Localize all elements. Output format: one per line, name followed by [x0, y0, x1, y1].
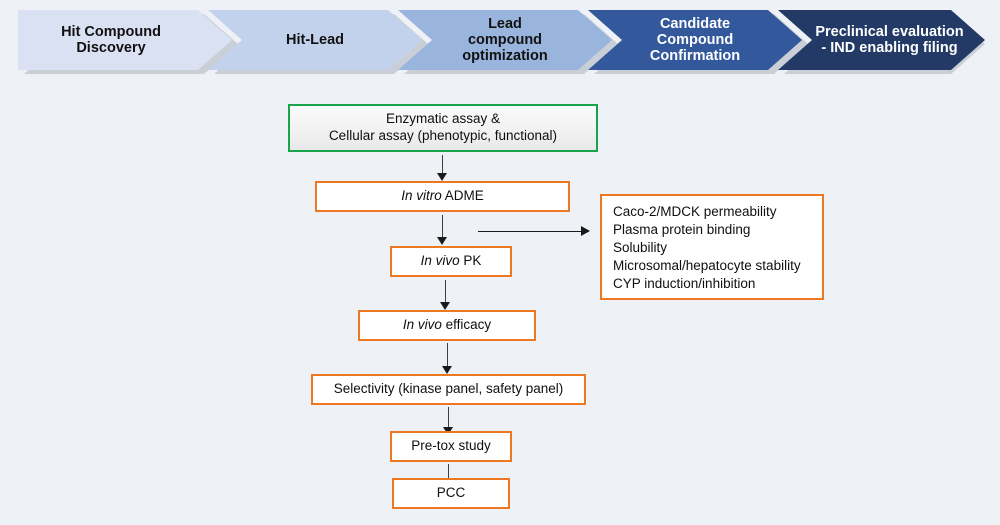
- in-vitro-adme-node[interactable]: In vitro ADME: [315, 181, 570, 212]
- assay-list-item: Caco-2/MDCK permeability: [613, 204, 777, 219]
- assay-node[interactable]: Enzymatic assay & Cellular assay (phenot…: [288, 104, 598, 152]
- arrow-pk-to-efficacy: [440, 280, 451, 310]
- stage-hit-compound-discovery[interactable]: Hit Compound Discovery: [18, 10, 232, 70]
- stage-banner: Hit Compound Discovery Hit-Lead Lead com…: [18, 10, 985, 74]
- stage-label: Preclinical evaluation - IND enabling fi…: [815, 23, 964, 56]
- selectivity-node[interactable]: Selectivity (kinase panel, safety panel): [311, 374, 586, 405]
- stage-label: Hit Compound Discovery: [61, 23, 161, 56]
- assay-list-item: CYP induction/inhibition: [613, 275, 756, 291]
- selectivity-label: Selectivity (kinase panel, safety panel): [333, 381, 564, 397]
- assay-node-label: Enzymatic assay & Cellular assay (phenot…: [328, 111, 558, 143]
- stage-hit-lead[interactable]: Hit-Lead: [208, 10, 422, 70]
- assay-list-item: Plasma protein binding: [613, 221, 751, 237]
- in-vivo-efficacy-label: In vivo efficacy: [402, 317, 492, 333]
- arrow-adme-to-assay-list: [478, 226, 590, 237]
- stage-lead-compound-optimization[interactable]: Lead compound optimization: [398, 10, 612, 70]
- stage-preclinical-evaluation[interactable]: Preclinical evaluation - IND enabling fi…: [778, 10, 985, 70]
- arrow-assay-to-adme: [437, 155, 448, 181]
- pcc-label: PCC: [436, 485, 466, 501]
- pre-tox-study-label: Pre-tox study: [411, 438, 491, 454]
- stage-label: Hit-Lead: [286, 31, 344, 48]
- adme-assay-list[interactable]: Caco-2/MDCK permeability Plasma protein …: [600, 194, 824, 300]
- stage-label: Candidate Compound Confirmation: [649, 15, 741, 65]
- in-vivo-pk-label: In vivo PK: [420, 253, 482, 269]
- pre-tox-study-node[interactable]: Pre-tox study: [390, 431, 512, 462]
- in-vivo-pk-node[interactable]: In vivo PK: [390, 246, 512, 277]
- in-vivo-efficacy-node[interactable]: In vivo efficacy: [358, 310, 536, 341]
- assay-list-item: Microsomal/hepatocyte stability: [613, 257, 801, 273]
- pcc-node[interactable]: PCC: [392, 478, 510, 509]
- stage-candidate-compound-confirmation[interactable]: Candidate Compound Confirmation: [588, 10, 802, 70]
- arrow-adme-to-pk: [437, 215, 448, 245]
- in-vitro-adme-label: In vitro ADME: [401, 188, 484, 204]
- stage-label: Lead compound optimization: [462, 15, 548, 65]
- arrow-efficacy-to-selectivity: [442, 343, 453, 374]
- assay-list-item: Solubility: [613, 239, 668, 255]
